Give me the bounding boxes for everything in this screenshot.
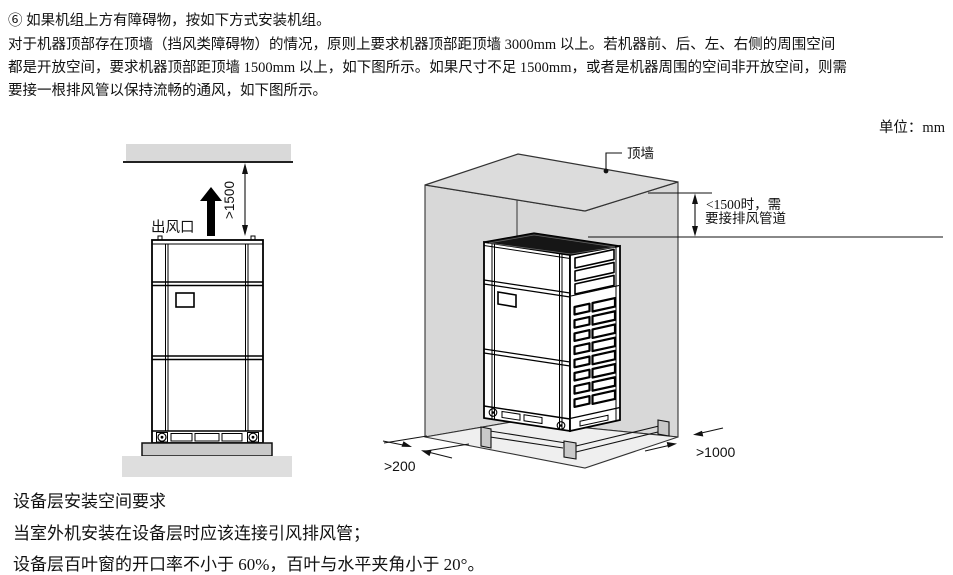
ceiling-band (126, 144, 291, 161)
outdoor-unit-iso-view (483, 232, 621, 433)
duct-note-line-2: 要接排风管道 (705, 210, 786, 226)
nameplate (175, 292, 195, 308)
iso-view-diagram: 顶墙 <1500时，需 要接排风管道 >200 (382, 146, 943, 474)
ceiling-label: 顶墙 (627, 146, 654, 161)
side-clearance-dimension: >200 (382, 435, 470, 474)
side-clearance-label: >200 (384, 458, 416, 474)
unit-note: 单位：mm (878, 120, 945, 136)
outdoor-unit-front-view (151, 235, 264, 444)
nameplate-iso (497, 291, 517, 308)
unit-base (480, 419, 670, 460)
footer-line-3: 设备层百叶窗的开口率不小于 60%，百叶与水平夹角小于 20°。 (13, 555, 485, 574)
ceiling-slab (424, 153, 679, 212)
airflow-arrow-icon (200, 187, 222, 236)
top-clearance-label: >1500 (222, 181, 237, 219)
top-clearance-dimension: >1500 (222, 163, 248, 236)
side-louvers (573, 248, 617, 408)
paragraph-line-2: 都是开放空间，要求机器顶部距顶墙 1500mm 以上，如下图所示。如果尺寸不足 … (8, 60, 847, 76)
footer-line-1: 设备层安装空间要求 (13, 492, 166, 511)
footer-line-2: 当室外机安装在设备层时应该连接引风排风管； (13, 524, 370, 543)
paragraph-line-1: 对于机器顶部存在顶墙（挡风类障碍物）的情况，原则上要求机器顶部距顶墙 3000m… (8, 37, 836, 53)
pedestal (141, 442, 273, 457)
ceiling-label-group: 顶墙 (603, 146, 654, 174)
unit-top-grille (483, 232, 621, 256)
floor-slab (122, 456, 292, 477)
duct-note-line-1: <1500时，需 (706, 197, 781, 212)
duct-dimension: <1500时，需 要接排风管道 (588, 192, 943, 238)
front-clearance-dimension: >1000 (644, 427, 736, 460)
item-heading: ⑥ 如果机组上方有障碍物，按如下方式安装机组。 (8, 13, 331, 29)
front-view-diagram: >1500 出风口 (122, 144, 293, 477)
front-clearance-label: >1000 (696, 444, 736, 460)
air-outlet-label: 出风口 (151, 219, 195, 236)
paragraph-line-3: 要接一根排风管以保持流畅的通风，如下图所示。 (8, 83, 327, 99)
